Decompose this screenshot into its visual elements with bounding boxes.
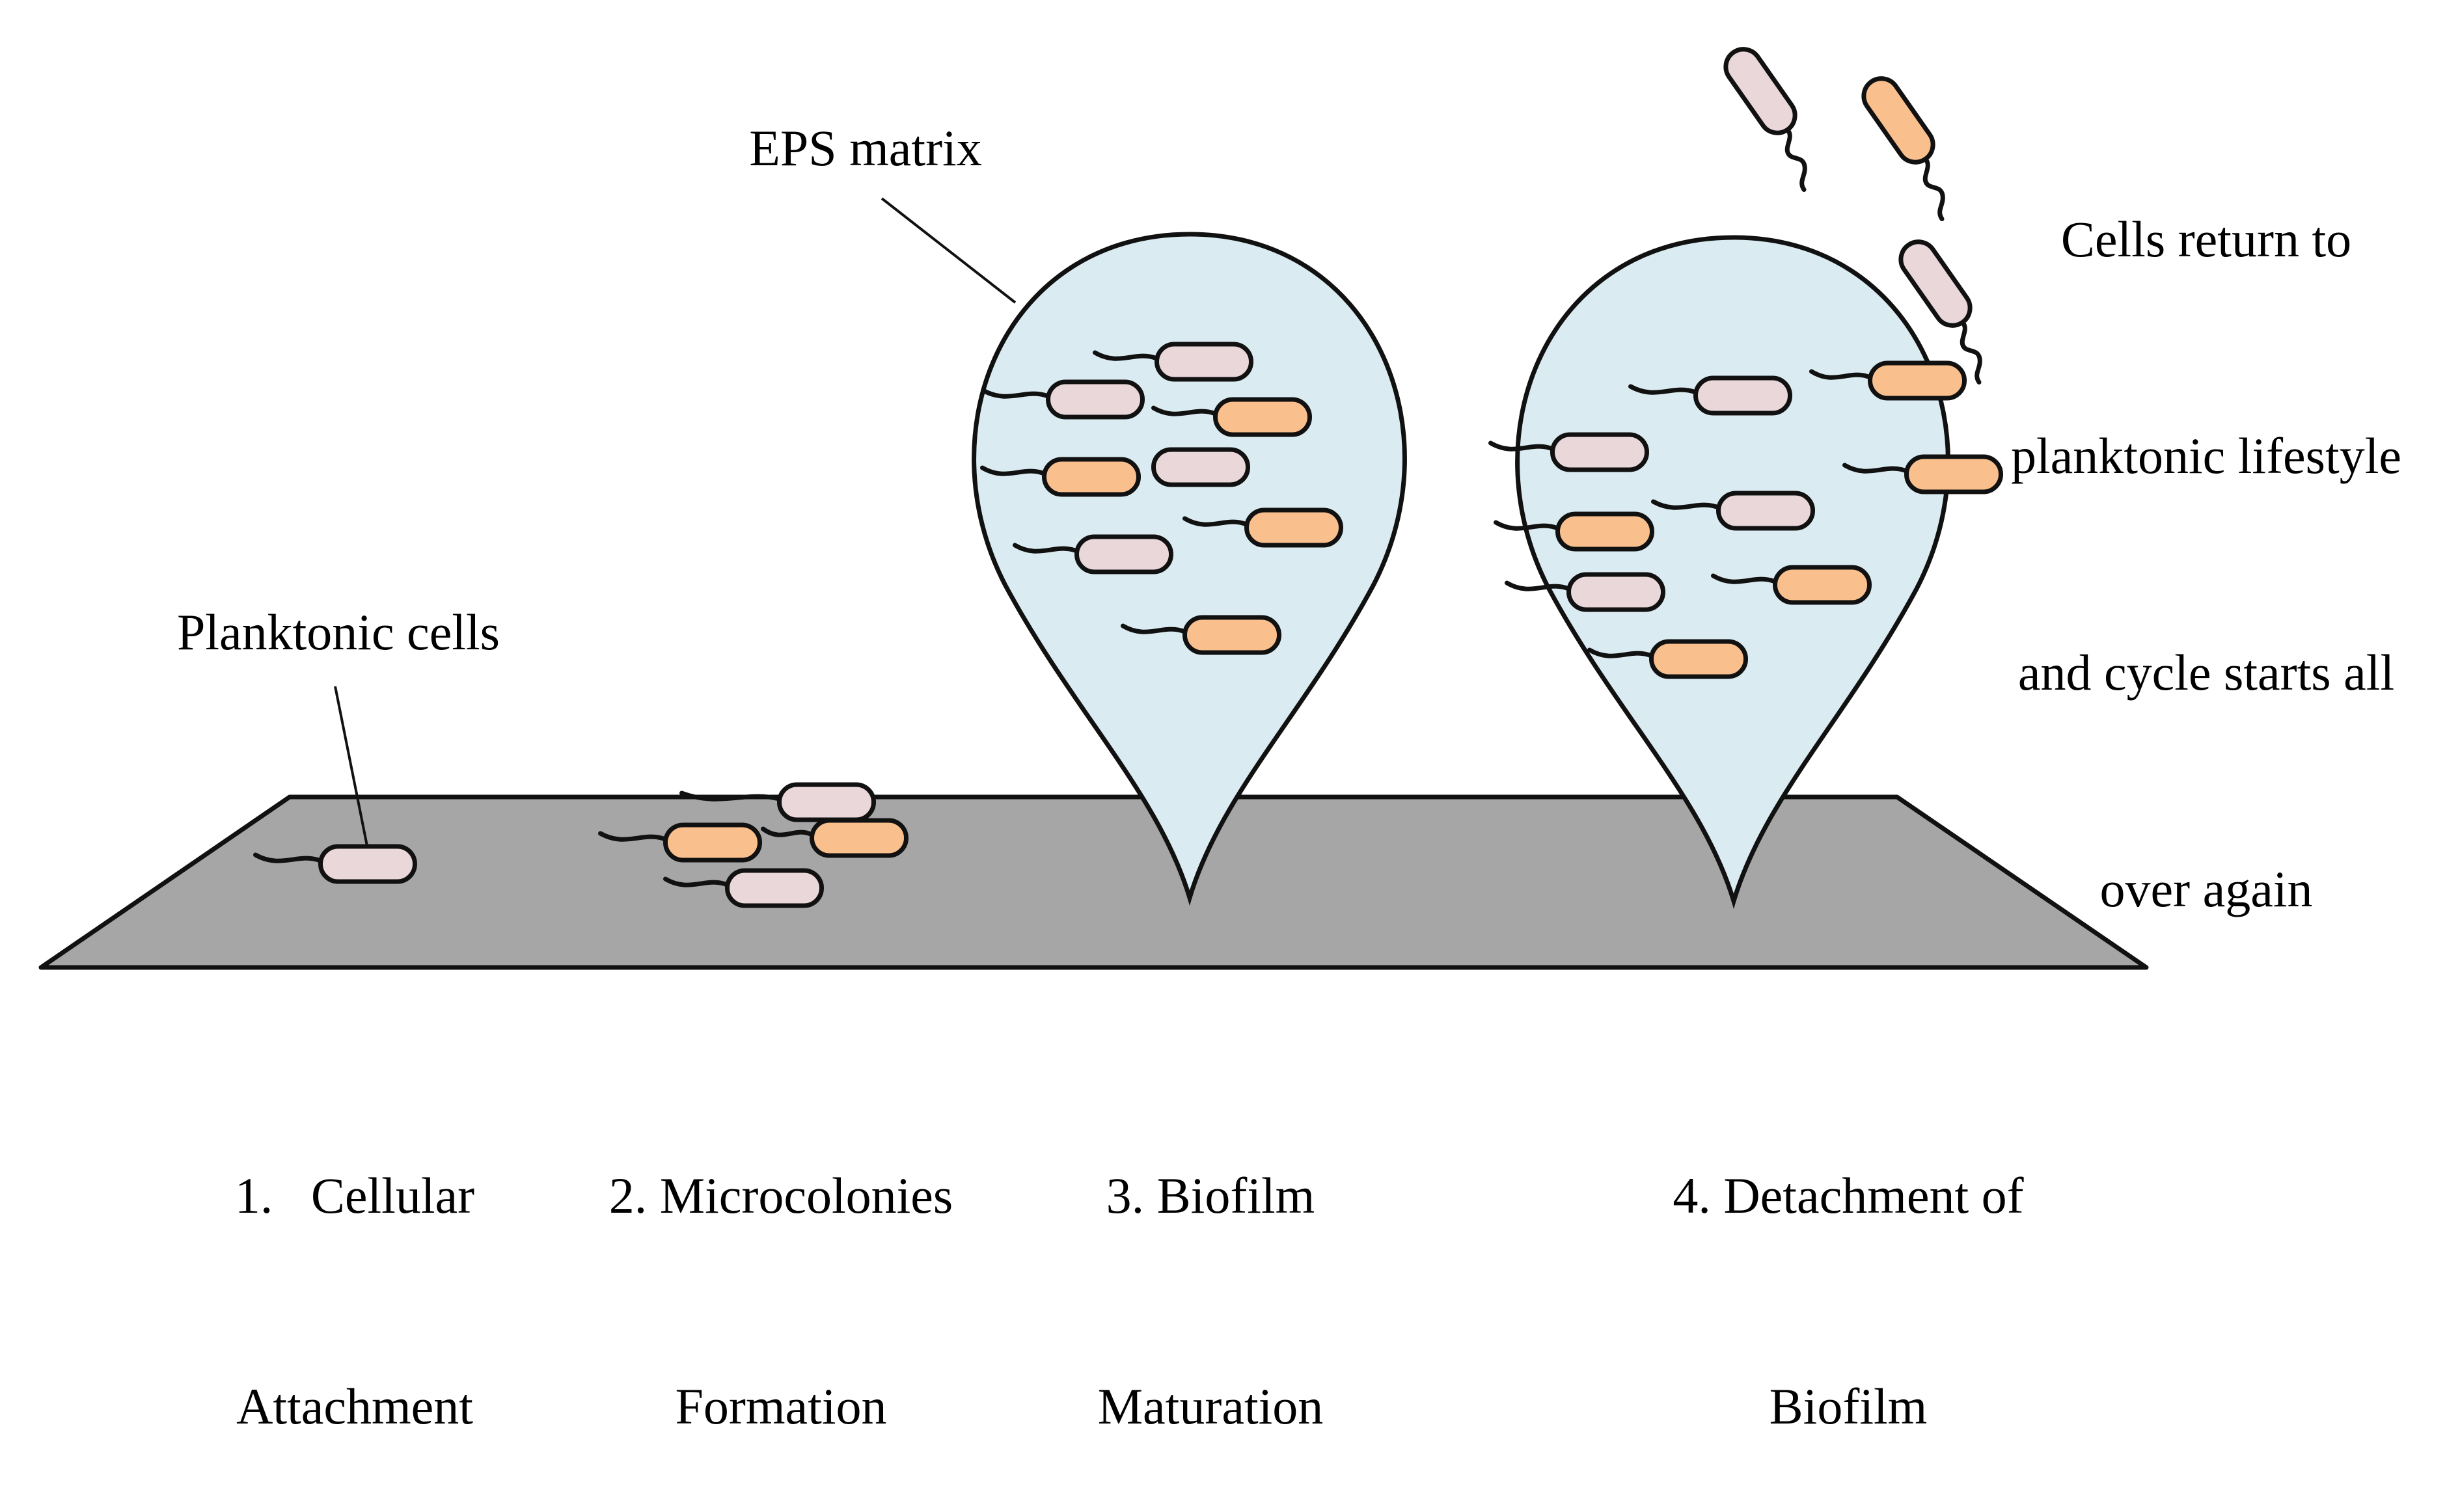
bacterium-body (1773, 565, 1872, 605)
maturation-bacterium (1013, 534, 1173, 574)
flagellum (1488, 440, 1555, 452)
flagellum (253, 852, 323, 863)
flagellum (663, 876, 730, 887)
bacterium-body (1074, 534, 1173, 574)
detachment-bacterium (1494, 511, 1654, 552)
released-bacterium (1861, 76, 1945, 221)
planktonic-cells-label: Planktonic cells (176, 604, 500, 660)
bacterium-body (1042, 457, 1141, 497)
microcolony-bacterium (598, 822, 762, 863)
return-label-line-2: planktonic lifestyle (2010, 427, 2401, 484)
bacterium-body (1904, 454, 2003, 494)
flagellum (1587, 647, 1654, 658)
biofilm-diagram (38, 47, 2149, 970)
flagellum (1494, 520, 1560, 531)
bacterium-body (1566, 572, 1665, 612)
maturation-bacterium (981, 379, 1145, 420)
bacterium-body (1716, 491, 1815, 531)
flagellum (761, 826, 814, 837)
flagellum (1121, 623, 1187, 634)
bacterium-body (1550, 432, 1649, 472)
stage-4-label: 4. Detachment of Biofilm (1581, 1020, 2115, 1512)
stage-4-line-1: 4. Detachment of (1673, 1167, 2024, 1224)
maturation-bacterium (1182, 507, 1343, 548)
bacterium-body (663, 822, 762, 863)
flagellum (1711, 573, 1777, 584)
released-bacterium (1723, 47, 1807, 192)
bacterium-body (1182, 615, 1281, 655)
return-label-line-4: over again (2099, 861, 2313, 917)
flagellum (1784, 127, 1807, 192)
eps-matrix-leader-line (881, 197, 1017, 304)
detachment-bacterium (1488, 432, 1649, 472)
flagellum (1628, 384, 1698, 395)
bacterium-body (1046, 379, 1145, 420)
stage-4-line-2: Biofilm (1769, 1378, 1928, 1435)
bacterium-body (1555, 511, 1654, 552)
maturation-bacterium (1151, 447, 1250, 487)
flagellum (981, 388, 1050, 399)
bacterium-body (1861, 76, 1935, 165)
bacterium-body (1898, 239, 1973, 328)
bacterium-body (1723, 47, 1797, 135)
stage-2-line-1: 2. Microcolonies (608, 1167, 953, 1224)
escaping-bacterium (1842, 454, 2003, 494)
bacterium-body (1155, 342, 1253, 382)
maturation-bacterium (1121, 615, 1281, 655)
flagellum (980, 465, 1046, 476)
return-label-line-1: Cells return to (2060, 211, 2352, 267)
maturation-bacterium (1093, 342, 1253, 382)
maturation-bacterium (1151, 397, 1312, 437)
return-label-line-3: and cycle starts all (2017, 644, 2395, 701)
bacterium-body (725, 868, 824, 908)
bacterium-body (318, 844, 417, 884)
flagellum (1093, 350, 1159, 361)
flagellum (1505, 580, 1571, 591)
maturation-bacterium (980, 457, 1141, 497)
stage-1-label: 1. Cellular Attachment (127, 1020, 582, 1512)
released-bacterium (1898, 239, 1982, 385)
attachment-surface (38, 794, 2149, 970)
bacterium-body (1868, 360, 1967, 401)
stage-2-line-2: Formation (675, 1378, 887, 1435)
bacterium-body (1244, 507, 1343, 548)
detachment-bacterium (1505, 572, 1665, 612)
stage-3-line-1: 3. Biofilm (1106, 1167, 1315, 1224)
flagellum (1151, 405, 1218, 416)
microcolony-bacterium (761, 818, 909, 858)
detachment-bacterium (1628, 375, 1792, 416)
flagellum (1922, 156, 1945, 221)
bacterium-body (1213, 397, 1312, 437)
stage-2-label: 2. Microcolonies Formation (547, 1020, 1015, 1512)
eps-matrix-drop-detachment (1515, 235, 1950, 910)
detachment-bacterium (1587, 639, 1748, 679)
escaping-bacterium (1809, 360, 1967, 401)
flagellum (1013, 543, 1079, 554)
planktonic-cells-leader-line (334, 686, 369, 850)
flagellum (1809, 369, 1872, 380)
stage-3-label: 3. Biofilm Maturation (1041, 1020, 1380, 1512)
bacterium-body (1649, 639, 1748, 679)
stage-1-line-2: Attachment (236, 1378, 473, 1435)
flagellum (598, 831, 668, 842)
flagellum (1842, 463, 1909, 474)
planktonic-bacterium (253, 844, 417, 884)
stage-1-line-1: 1. Cellular (234, 1167, 475, 1224)
bacterium-body (777, 782, 876, 822)
bacterium-body (1693, 375, 1792, 416)
detachment-bacterium (1711, 565, 1872, 605)
eps-matrix-label: EPS matrix (749, 120, 982, 176)
microcolony-bacterium (663, 868, 824, 908)
detachment-bacterium (1651, 491, 1815, 531)
flagellum (679, 790, 782, 802)
flagellum (1182, 516, 1249, 527)
return-to-planktonic-label: Cells return to planktonic lifestyle and… (1965, 59, 2447, 997)
stage-3-line-2: Maturation (1097, 1378, 1324, 1435)
flagellum (1651, 499, 1721, 510)
bacterium-body (810, 818, 909, 858)
flagellum (1960, 319, 1982, 385)
bacterium-body (1151, 447, 1250, 487)
